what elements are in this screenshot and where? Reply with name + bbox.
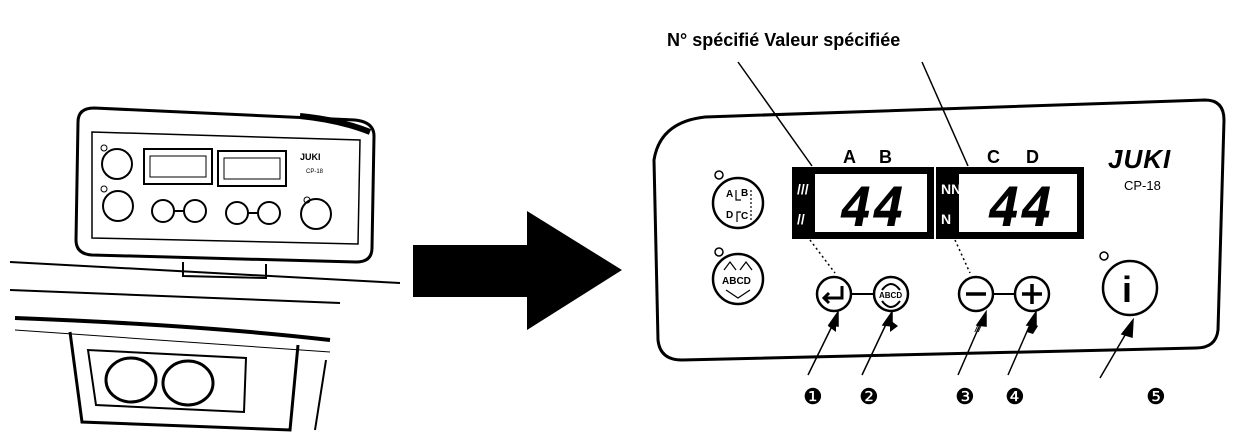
control-box: [68, 331, 300, 432]
small-button-6: [257, 201, 281, 225]
abcd-cycle-icon: ABCD: [722, 261, 753, 299]
abcd-loop-icon: ABCD: [879, 283, 902, 308]
svg-text:N: N: [941, 211, 951, 227]
small-button-2: [102, 190, 134, 222]
brand-logo: JUKI: [1108, 144, 1171, 174]
callout-4: ❹: [1005, 384, 1025, 409]
info-icon: i: [1122, 269, 1132, 310]
svg-text:///: ///: [797, 181, 809, 197]
label-a: A: [843, 147, 856, 167]
display-left-value: 44: [840, 176, 905, 239]
small-model: CP-18: [306, 169, 324, 175]
small-button-4: [183, 199, 207, 223]
info-button[interactable]: i: [1099, 251, 1159, 317]
callout-1: ❶: [803, 384, 823, 409]
small-panel-face: [91, 131, 361, 245]
display-right-value: 44: [988, 176, 1053, 239]
leader-left: [737, 61, 813, 167]
plus-icon: [1022, 284, 1042, 304]
table-edge-top: [9, 261, 401, 284]
label-d: D: [1026, 147, 1039, 167]
small-panel-rim: [299, 113, 372, 135]
svg-text:A: A: [726, 189, 733, 200]
svg-text:D: D: [726, 210, 733, 221]
small-button-7: [300, 198, 332, 230]
cycle-pattern-button[interactable]: ABCD: [711, 247, 765, 306]
knob-right: [161, 359, 215, 407]
callout-3: ❸: [955, 384, 975, 409]
small-brand: JUKI: [300, 152, 321, 162]
callout-lines: [807, 309, 1134, 379]
table-edge-front: [14, 316, 331, 342]
small-display-left: [143, 148, 213, 185]
callout-5: ❺: [1146, 384, 1166, 409]
machine-illustration: [9, 106, 401, 432]
led-indicator-1: [714, 170, 724, 180]
small-button-3: [151, 199, 175, 223]
model-name: CP-18: [1124, 178, 1161, 193]
enter-button[interactable]: [815, 275, 853, 313]
small-panel-outline: [74, 106, 376, 264]
caption: N° spécifié Valeur spécifiée: [667, 30, 901, 50]
minus-button[interactable]: [957, 275, 995, 313]
small-button-1: [101, 148, 133, 180]
table-edge-mid: [9, 289, 341, 304]
back-forth-button[interactable]: ABCD: [872, 275, 910, 313]
knob-left: [104, 356, 158, 404]
label-b: B: [879, 147, 892, 167]
transition-arrow: [413, 211, 622, 330]
display-right: NN N 44: [936, 167, 1084, 239]
mount-bracket: [182, 262, 267, 280]
svg-text://: //: [797, 211, 805, 227]
svg-text:ABCD: ABCD: [722, 276, 751, 287]
svg-text:C: C: [741, 211, 748, 222]
svg-text:B: B: [741, 188, 748, 199]
control-panel: A B C D /// // 44 NN N 44 JUKI CP-18 A: [652, 61, 1226, 362]
abcd-pattern-icon: A B D C: [726, 188, 752, 222]
leader-right: [921, 61, 969, 167]
pattern-select-button[interactable]: A B D C: [711, 170, 765, 230]
enter-arrow-icon: [821, 286, 844, 305]
small-button-5: [225, 201, 249, 225]
display-left: /// // 44: [792, 167, 934, 239]
table-edge-shadow: [14, 329, 331, 353]
led-indicator-2: [714, 247, 724, 257]
svg-text:ABCD: ABCD: [879, 291, 902, 300]
small-display-right: [217, 150, 287, 187]
svg-text:NN: NN: [941, 181, 961, 197]
callout-2: ❷: [859, 384, 879, 409]
led-indicator-3: [1099, 251, 1109, 261]
plus-button[interactable]: [1013, 275, 1051, 313]
label-c: C: [987, 147, 1000, 167]
